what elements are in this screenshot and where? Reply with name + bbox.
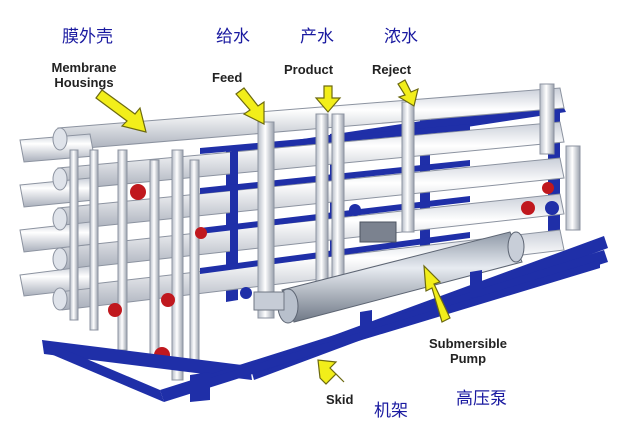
product-pipe-1 [315,113,329,295]
submersible-pump-label: Submersible Pump [412,336,524,366]
arrow-pump [423,264,451,323]
right-pipe [565,145,581,231]
product-label: Product [284,62,334,77]
arrow-reject [397,79,419,107]
arrow-product [314,85,342,113]
feed-pipe [257,121,275,319]
reject-label-cn: 浓水 [384,27,418,47]
membrane-housings-label: Membrane Housings [40,60,128,90]
vertical-pipes [257,83,581,319]
callout-arrows [95,79,451,385]
skid-label-cn: 机架 [374,401,408,421]
feed-label-cn: 给水 [216,27,250,47]
feed-label: Feed [212,70,243,85]
arrow-membrane [95,89,147,133]
product-label-cn: 产水 [300,27,334,47]
skid-label: Skid [326,392,354,407]
reject-pipe [401,101,415,233]
submersible-pump-label-line2: Pump [449,351,487,366]
membrane-housings-label-line2: Housings [54,75,114,90]
membrane-housings-label-cn: 膜外壳 [62,27,113,47]
membrane-housings-label-line1: Membrane [51,60,117,75]
submersible-pump-label-line1: Submersible [428,336,508,351]
arrow-feed [235,87,265,125]
submersible-pump [253,221,525,324]
arrow-skid [317,359,345,385]
reject-label: Reject [372,62,412,77]
left-manifold [69,149,200,381]
skid-frame [42,236,608,402]
pump-label-cn: 高压泵 [456,389,507,409]
